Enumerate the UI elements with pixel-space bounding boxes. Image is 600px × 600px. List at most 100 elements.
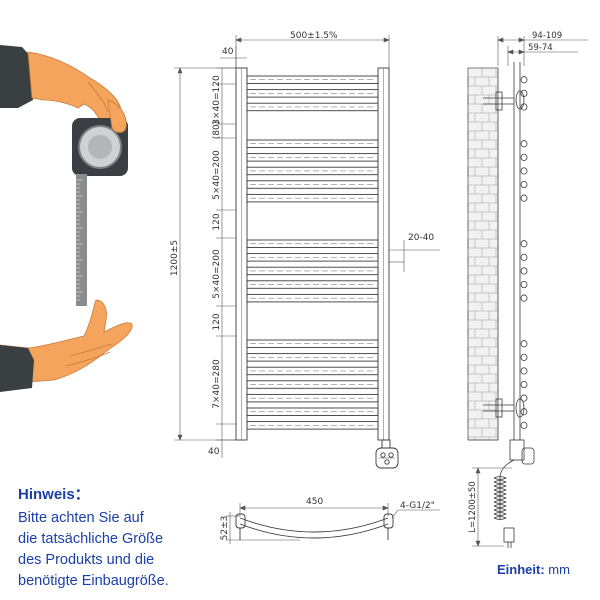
bar-end bbox=[520, 240, 528, 248]
top-offset-label: 40 bbox=[222, 47, 234, 57]
radiator-bar bbox=[246, 293, 379, 303]
upper-sleeve bbox=[0, 45, 34, 108]
tape-measure-blade bbox=[76, 174, 87, 306]
side-dimension-labels: 94-109 59-74 L=1200±50 bbox=[468, 31, 562, 533]
radiator-bar bbox=[246, 239, 379, 248]
bottom-dimensions bbox=[226, 503, 440, 544]
side-bar-ends bbox=[520, 76, 528, 429]
cable-coil bbox=[493, 488, 507, 492]
note-line: des Produkts und die bbox=[18, 552, 155, 568]
radiator-bar bbox=[246, 266, 379, 276]
cable-coil bbox=[493, 516, 507, 520]
group-lower-mid-label: 5×40=200 bbox=[212, 249, 222, 299]
wall-distance-inner-label: 59-74 bbox=[528, 43, 553, 53]
bar-end bbox=[520, 294, 528, 302]
cable-coil bbox=[493, 480, 507, 484]
radiator-bar bbox=[246, 153, 379, 162]
bar-end bbox=[520, 89, 528, 97]
pipe-thread-label: 4-G1/2" bbox=[400, 501, 435, 511]
hands-illustration bbox=[0, 45, 133, 392]
gap-top-label: (80) bbox=[212, 121, 222, 139]
cable-coil bbox=[493, 500, 507, 504]
bar-end bbox=[520, 367, 528, 375]
bar-end bbox=[520, 267, 528, 275]
width-label: 500±1.5% bbox=[290, 31, 338, 41]
note-title: Hinweis： bbox=[18, 486, 90, 503]
group-upper-mid-label: 5×40=200 bbox=[212, 150, 222, 200]
bar-end bbox=[520, 167, 528, 175]
radiator-bar bbox=[246, 339, 379, 348]
radiator-bar bbox=[246, 280, 379, 289]
radiator-bar bbox=[246, 139, 379, 148]
cable-coil bbox=[493, 504, 507, 508]
wall-bricks bbox=[467, 67, 498, 440]
wall-bracket-bottom bbox=[483, 398, 525, 418]
note-line: Bitte achten Sie auf bbox=[18, 510, 144, 526]
bar-end bbox=[520, 76, 528, 84]
group-top-label: 3×40=120 bbox=[212, 75, 222, 125]
bottom-width-label: 450 bbox=[306, 497, 323, 507]
radiator-bar bbox=[246, 380, 379, 389]
side-dimensions bbox=[472, 36, 588, 547]
segment-ticks bbox=[216, 67, 236, 441]
side-heating-element bbox=[509, 439, 525, 461]
cable-coil bbox=[493, 508, 507, 512]
heating-cable bbox=[499, 459, 515, 520]
unit-label: Einheit: mm bbox=[497, 562, 570, 577]
radiator-bar bbox=[246, 421, 379, 430]
curved-bar bbox=[239, 517, 389, 533]
bar-end bbox=[520, 394, 528, 402]
bar-end bbox=[520, 253, 528, 261]
radiator-side-view bbox=[467, 62, 535, 548]
radiator-bar bbox=[246, 353, 379, 362]
tape-ticks bbox=[76, 179, 83, 301]
bar-end bbox=[520, 140, 528, 148]
radiator-bar bbox=[246, 89, 379, 98]
cable-coil bbox=[493, 484, 507, 488]
radiator-bar bbox=[246, 166, 379, 176]
bar-end bbox=[520, 194, 528, 202]
bar-end bbox=[520, 421, 528, 429]
radiator-bar bbox=[246, 366, 379, 376]
plug bbox=[503, 527, 515, 543]
gap-2-label: 120 bbox=[212, 313, 222, 330]
bar-end bbox=[520, 340, 528, 348]
curve-depth-label: 52±3 bbox=[220, 516, 230, 541]
heating-element-control bbox=[375, 447, 399, 469]
bar-end bbox=[520, 180, 528, 189]
gap-1-label: 120 bbox=[212, 213, 222, 230]
bar-end bbox=[520, 353, 528, 361]
radiator-bar bbox=[246, 393, 379, 403]
bottom-dimension-labels: 450 4-G1/2" 52±3 bbox=[220, 497, 435, 540]
cable-coil bbox=[493, 512, 507, 516]
radiator-bars bbox=[246, 75, 379, 430]
bar-end bbox=[520, 380, 528, 389]
connector-depth-label: 20-40 bbox=[408, 233, 434, 243]
cable-coil bbox=[493, 496, 507, 500]
wall bbox=[467, 67, 499, 441]
front-dimension-labels: 500±1.5% 40 1200±5 3×40=120 (80) 5×40=20… bbox=[170, 31, 434, 457]
cable-coil bbox=[493, 492, 507, 496]
radiator-bar bbox=[246, 180, 379, 189]
front-dimensions bbox=[174, 35, 440, 458]
cable-coil bbox=[493, 476, 507, 480]
bottom-offset-label: 40 bbox=[208, 447, 220, 457]
radiator-bar bbox=[246, 75, 379, 84]
lower-sleeve bbox=[0, 345, 34, 392]
radiator-bar bbox=[246, 102, 379, 112]
unit-value: mm bbox=[548, 562, 570, 577]
wall-bracket-top bbox=[483, 90, 525, 111]
radiator-front-view bbox=[235, 67, 399, 469]
cable-length-label: L=1200±50 bbox=[468, 481, 478, 532]
radiator-bar bbox=[246, 407, 379, 416]
radiator-bar bbox=[246, 193, 379, 203]
note-line: die tatsächliche Größe bbox=[18, 531, 164, 547]
height-label: 1200±5 bbox=[170, 240, 180, 276]
bar-end bbox=[520, 153, 528, 161]
bar-end bbox=[520, 103, 528, 111]
radiator-bar bbox=[246, 253, 379, 262]
group-bottom-label: 7×40=280 bbox=[212, 359, 222, 409]
wall-distance-outer-label: 94-109 bbox=[532, 31, 562, 41]
bar-end bbox=[520, 280, 528, 289]
